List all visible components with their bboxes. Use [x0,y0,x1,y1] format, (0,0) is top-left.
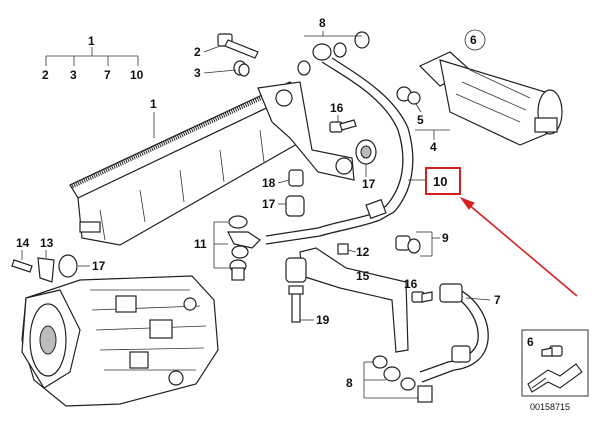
callout-14: 14 [16,236,30,250]
tree-label-3: 3 [70,68,77,82]
oil-hose-part-10 [265,61,404,237]
bracket-part-13 [37,257,55,283]
seal-set-part-9 [395,235,421,254]
seal-ring-part-3 [233,60,250,77]
legend-box [521,329,589,397]
grommet-part-18 [288,169,304,187]
seal-set-part-8-bottom [372,355,433,403]
callout-17-left: 17 [92,259,106,273]
catalog-code: 00158715 [530,402,570,412]
rubber-mount-part-17-top [355,139,377,165]
callout-17-mid: 17 [262,197,276,211]
oil-pump-motor-part-6 [418,51,563,146]
seal-set-part-11 [227,215,261,281]
callout-8-bottom: 8 [346,376,353,390]
callout-16-top: 16 [330,101,344,115]
callout-1: 1 [150,97,157,111]
callout-13: 13 [40,236,54,250]
bracket-arm [257,81,355,181]
callout-12: 12 [356,245,370,259]
label-tree [45,47,139,66]
tree-root-label: 1 [88,34,95,48]
callout-19: 19 [316,313,330,327]
bolt-part-2 [217,33,259,59]
transmission-housing [21,275,219,407]
rubber-mount-part-17-left [58,254,78,278]
callout-6-top: 6 [470,33,477,47]
callout-18: 18 [262,176,276,190]
seal-set-part-5 [396,86,421,105]
highlight-box-10 [425,167,461,195]
callout-10: 10 [433,174,447,189]
callout-2: 2 [194,45,201,59]
callout-16-lower: 16 [404,277,418,291]
bolt-part-19 [288,285,304,323]
rubber-mount-part-17-mid [285,195,305,217]
callout-17-top: 17 [362,177,376,191]
screw-part-14 [11,259,33,273]
bolt-part-16-top [329,119,357,133]
bracket-part-15 [285,247,409,353]
callout-3: 3 [194,66,201,80]
callout-8-top: 8 [319,16,326,30]
tree-label-2: 2 [42,68,49,82]
callout-9: 9 [442,231,449,245]
callout-4: 4 [430,140,437,154]
callout-7: 7 [494,293,501,307]
callout-11: 11 [194,237,207,251]
highlight-arrow [459,196,578,297]
oil-cooler-part-1 [69,81,305,246]
legend-label-6: 6 [527,335,534,349]
callout-5: 5 [417,113,424,127]
screw-part-12 [337,243,349,255]
callout-15: 15 [356,269,370,283]
tree-label-7: 7 [104,68,111,82]
bolt-part-16-lower [411,291,433,303]
tree-label-10: 10 [130,68,144,82]
